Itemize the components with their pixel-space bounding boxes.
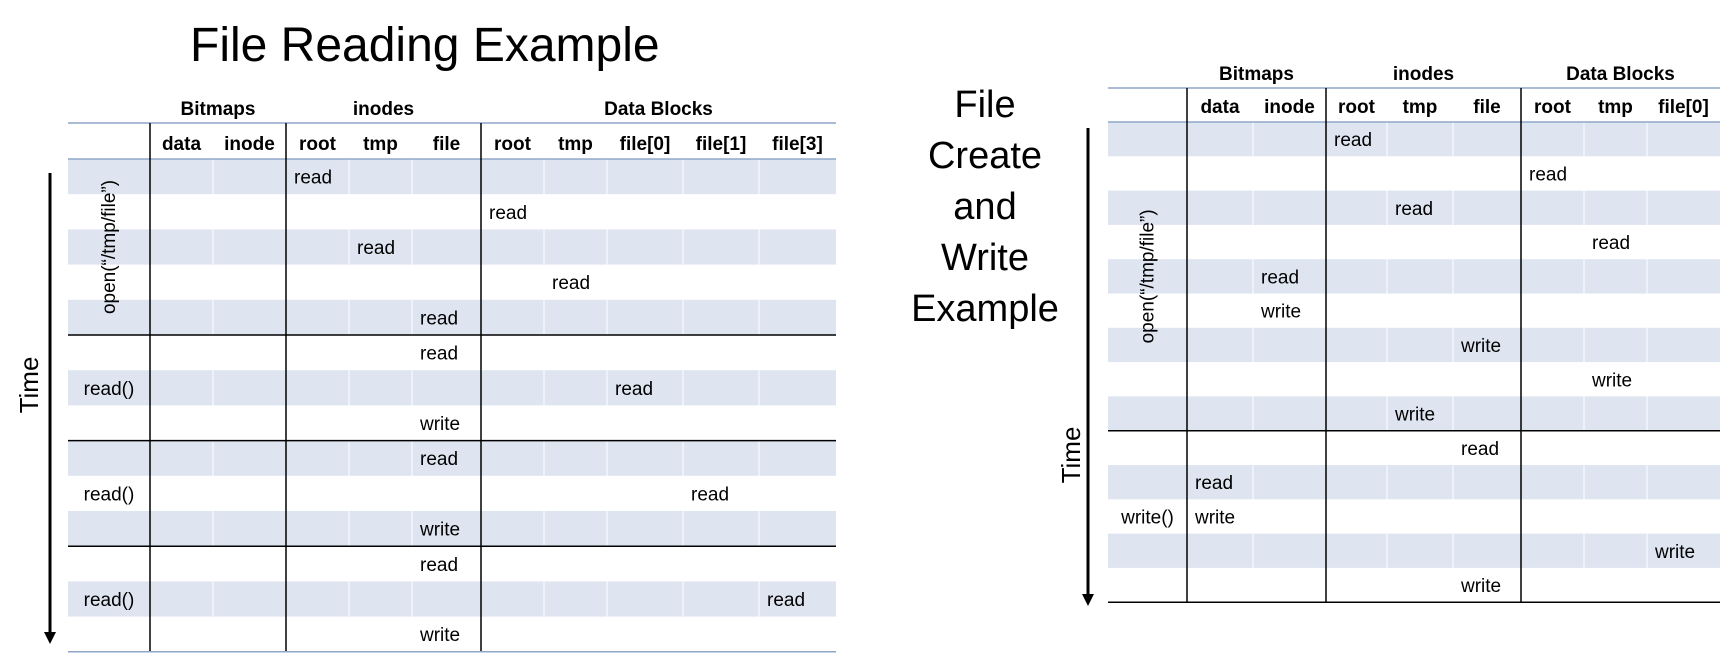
row-band <box>1108 190 1720 225</box>
cell-read: read <box>1461 439 1499 460</box>
cell-read: read <box>1592 233 1630 254</box>
operation-label: write() <box>1120 507 1174 528</box>
group-header: Bitmaps <box>181 99 256 120</box>
title-line: Create <box>927 135 1043 177</box>
cell-write: write <box>1460 576 1501 597</box>
column-header: data <box>162 134 202 155</box>
cell-read: read <box>767 590 805 611</box>
row-band <box>68 370 836 406</box>
cell-read: read <box>1334 130 1372 151</box>
row-band <box>1108 396 1720 431</box>
cell-read: read <box>1529 164 1567 185</box>
column-header: tmp <box>1403 97 1438 118</box>
operation-label: open(“/tmp/file”) <box>1138 209 1159 343</box>
group-header: inodes <box>353 99 414 120</box>
time-label: Time <box>1056 427 1086 484</box>
cell-read: read <box>615 379 653 400</box>
column-header: tmp <box>558 134 593 155</box>
cell-read: read <box>1261 267 1299 288</box>
cell-write: write <box>419 414 460 435</box>
row-band <box>1108 465 1720 500</box>
operation-label: read() <box>84 484 135 505</box>
column-header: file[0] <box>1658 97 1709 118</box>
cell-read: read <box>691 484 729 505</box>
cell-write: write <box>1460 336 1501 357</box>
column-header: root <box>494 134 532 155</box>
operation-label: read() <box>84 379 135 400</box>
group-header: Bitmaps <box>1219 64 1294 85</box>
column-header: file[0] <box>620 134 671 155</box>
title-line: and <box>953 186 1017 228</box>
row-band <box>68 159 836 195</box>
cell-read: read <box>1395 199 1433 220</box>
group-header: inodes <box>1393 64 1454 85</box>
column-header: root <box>1338 97 1376 118</box>
column-header: inode <box>1264 97 1315 118</box>
column-header: tmp <box>363 134 398 155</box>
row-band <box>68 229 836 265</box>
time-arrow-head <box>1082 594 1094 606</box>
operation-label: open(“/tmp/file”) <box>99 180 120 314</box>
row-band <box>1108 533 1720 568</box>
cell-write: write <box>419 520 460 541</box>
row-band <box>68 440 836 476</box>
row-band <box>1108 122 1720 157</box>
cell-write: write <box>1654 542 1695 563</box>
row-band <box>68 581 836 617</box>
cell-read: read <box>1195 473 1233 494</box>
cell-read: read <box>420 344 458 365</box>
column-header: file[1] <box>696 134 747 155</box>
column-header: file[3] <box>772 134 823 155</box>
group-header: Data Blocks <box>604 99 713 120</box>
column-header: root <box>1534 97 1572 118</box>
cell-write: write <box>1260 302 1301 323</box>
row-band <box>1108 259 1720 294</box>
row-band <box>1108 327 1720 363</box>
cell-read: read <box>420 308 458 329</box>
cell-write: write <box>419 625 460 646</box>
row-band <box>68 511 836 547</box>
cell-read: read <box>489 203 527 224</box>
cell-write: write <box>1591 370 1632 391</box>
time-arrow-head <box>44 632 56 644</box>
column-header: root <box>299 134 337 155</box>
column-header: file <box>1473 97 1500 118</box>
cell-read: read <box>357 238 395 259</box>
column-header: tmp <box>1598 97 1633 118</box>
title-line: Write <box>941 237 1029 279</box>
cell-read: read <box>294 168 332 189</box>
column-header: inode <box>224 134 275 155</box>
operation-label: read() <box>84 590 135 611</box>
group-header: Data Blocks <box>1566 64 1675 85</box>
cell-write: write <box>1194 507 1235 528</box>
file-reading-title: File Reading Example <box>190 19 660 72</box>
title-line: Example <box>911 288 1059 330</box>
cell-read: read <box>552 273 590 294</box>
cell-read: read <box>420 555 458 576</box>
title-line: File <box>954 84 1016 126</box>
column-header: file <box>433 134 460 155</box>
column-header: data <box>1200 97 1240 118</box>
cell-write: write <box>1394 405 1435 426</box>
time-label: Time <box>14 357 44 414</box>
cell-read: read <box>420 449 458 470</box>
row-band <box>68 299 836 335</box>
